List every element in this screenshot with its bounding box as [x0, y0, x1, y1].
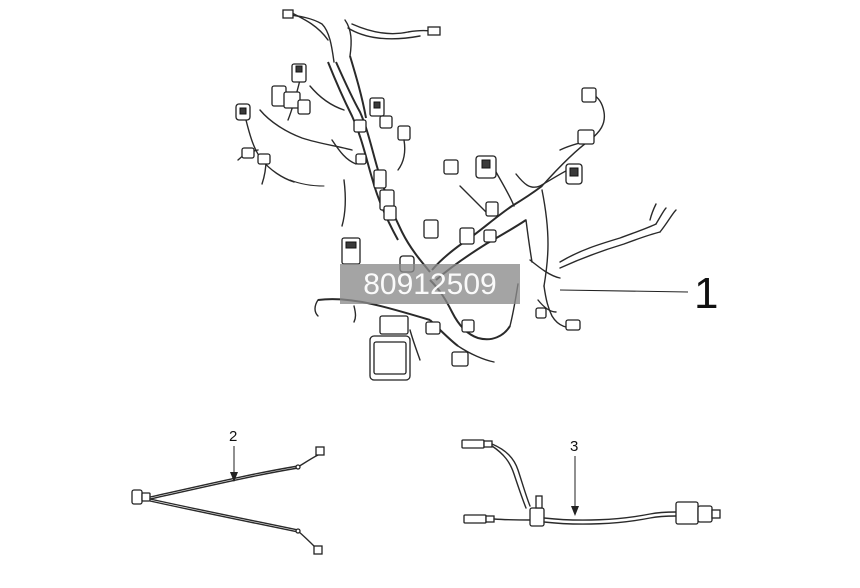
callout-2-label: 2 [229, 428, 237, 445]
callout-3-label: 3 [570, 438, 578, 455]
callout-1-label: 1 [694, 269, 718, 318]
sensor-cable-icon [461, 439, 721, 527]
main-wiring-harness-icon [235, 9, 677, 381]
callout-1-leader [559, 289, 689, 293]
watermark: 80912509 [340, 264, 520, 304]
watermark-text: 80912509 [363, 268, 496, 301]
callout-3-arrow [571, 506, 579, 516]
y-cable-icon [131, 446, 325, 555]
callout-2-arrow [230, 472, 238, 482]
